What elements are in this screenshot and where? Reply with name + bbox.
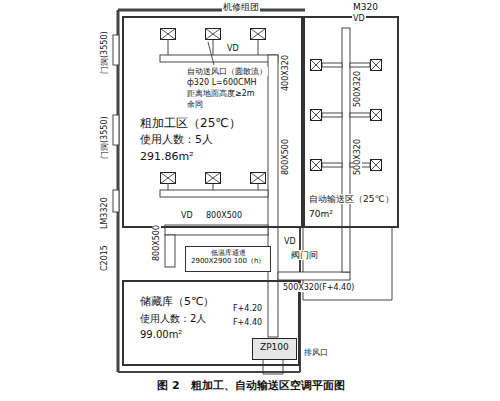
plan-label: 余同 [186, 100, 204, 109]
node-text: 使用人数：5人 [139, 134, 214, 147]
plan-label: F+4.40 [232, 318, 263, 327]
air-handling-unit: ZP100 [252, 338, 297, 360]
leader-line [208, 42, 214, 65]
node-heading: 储藏库（5℃） [139, 296, 215, 309]
plan-label: 距离地面高度≥2m [186, 89, 256, 98]
plan-label: 阀门间 [290, 250, 319, 260]
node-heading: 低温库通道 [190, 249, 266, 257]
plan-label: VD [283, 237, 297, 246]
plan-label: LM3320 [100, 196, 109, 230]
plan-label: 排风口 [303, 348, 329, 357]
walls [113, 10, 392, 372]
plan-label: 500X320(F+4.40) [282, 283, 355, 292]
plan-label: 800X500 [281, 138, 290, 176]
plan-label: 门洞(3550) [100, 115, 109, 160]
room: 储藏库（5℃） 使用人数：2人 99.00m² ZP100 [122, 280, 300, 366]
plan-label: C2015 [100, 244, 109, 272]
plan-label: 800X500 [205, 211, 243, 220]
figure-caption: 图 2 粗加工、自动输送区空调平面图 [0, 380, 500, 393]
node-text: 70m² [308, 209, 334, 219]
plan-label: VD [180, 211, 194, 220]
node-text: 291.86m² [139, 151, 195, 164]
plan-label: VD [352, 14, 366, 23]
plan-label: M320 [352, 2, 379, 12]
node-heading: 自动输送区（25℃） [308, 194, 395, 204]
plan-label: 500X320 [353, 70, 362, 108]
plan-label: 门洞(3550) [100, 30, 109, 75]
plan-label: F+4.20 [232, 304, 263, 313]
plan-label: 800X500 [152, 224, 161, 262]
node-heading: 粗加工区（25℃） [139, 117, 242, 131]
node-text: 使用人数：2人 [139, 313, 207, 325]
plan-label: 500X320 [353, 138, 362, 176]
process-box: 低温库通道2900X2900 100（h） [185, 246, 271, 272]
node-text: 99.00m² [139, 329, 183, 341]
node-text: 2900X2900 100（h） [190, 257, 266, 265]
plan-label: VD [226, 44, 240, 53]
room: 自动输送区（25℃） 70m² [303, 16, 399, 228]
plan-label: 400X320 [281, 54, 290, 92]
plan-label: 自动送风口（圆散流） [186, 67, 268, 76]
plan-label: 机修组团 [222, 2, 260, 12]
node-heading: ZP100 [259, 342, 290, 352]
room: 粗加工区（25℃） 使用人数：5人 291.86m² [122, 16, 303, 228]
plan-label: ф320 L=600CMH [186, 78, 258, 87]
